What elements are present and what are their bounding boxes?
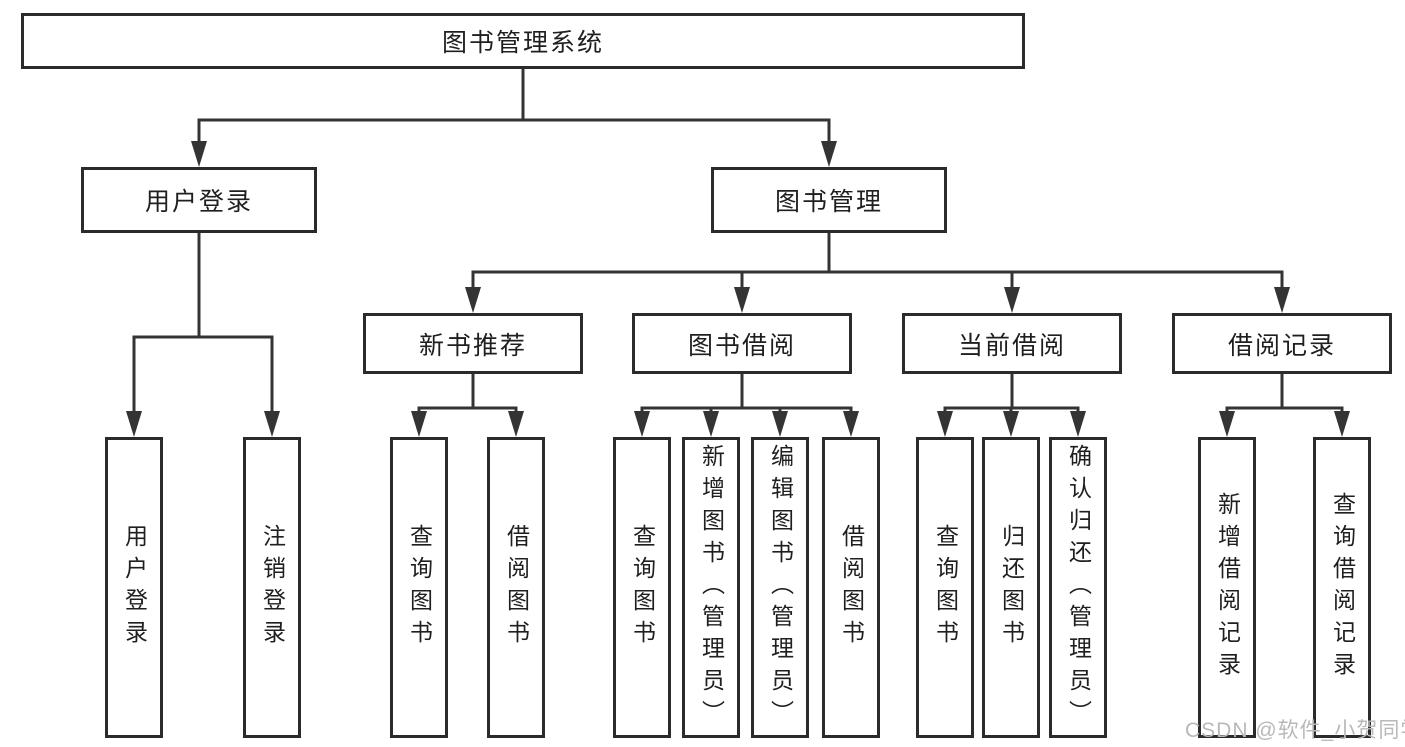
leaf-current-query-books-label: 查询图书 bbox=[932, 523, 959, 652]
node-user-login-label: 用户登录 bbox=[144, 188, 253, 216]
connector-curborrow-to-leaves bbox=[937, 374, 1086, 437]
connector-bookmgmt-to-level3 bbox=[465, 233, 1290, 313]
node-root-label: 图书管理系统 bbox=[441, 29, 604, 57]
leaf-current-return-books: 归还图书 bbox=[982, 437, 1040, 738]
leaf-records-add-record-label: 新增借阅记录 bbox=[1214, 491, 1241, 684]
leaf-borrow-borrow-books: 借阅图书 bbox=[822, 437, 880, 738]
csdn-watermark: CSDN @软件_小贺同学 bbox=[1185, 719, 1405, 742]
node-new-book-recommend-label: 新书推荐 bbox=[418, 331, 527, 360]
leaf-records-add-record: 新增借阅记录 bbox=[1198, 437, 1256, 738]
leaf-records-query-record-label: 查询借阅记录 bbox=[1329, 491, 1356, 684]
node-root-system: 图书管理系统 bbox=[21, 13, 1025, 69]
leaf-borrow-edit-books-admin-label: 编辑图书（管理员） bbox=[767, 443, 794, 732]
node-user-login: 用户登录 bbox=[81, 167, 317, 233]
leaf-logout-label: 注销登录 bbox=[259, 523, 286, 652]
leaf-borrow-add-books-admin: 新增图书（管理员） bbox=[682, 437, 740, 738]
leaf-borrow-query-books-label: 查询图书 bbox=[629, 523, 656, 652]
leaf-current-return-books-label: 归还图书 bbox=[998, 523, 1025, 652]
node-current-borrow: 当前借阅 bbox=[902, 313, 1122, 374]
leaf-borrow-query-books: 查询图书 bbox=[613, 437, 671, 738]
leaf-current-confirm-return-admin: 确认归还（管理员） bbox=[1049, 437, 1107, 738]
leaf-newrec-borrow-books: 借阅图书 bbox=[487, 437, 545, 738]
leaf-newrec-borrow-books-label: 借阅图书 bbox=[503, 523, 530, 652]
leaf-newrec-query-books: 查询图书 bbox=[390, 437, 448, 738]
leaf-records-query-record: 查询借阅记录 bbox=[1313, 437, 1371, 738]
leaf-borrow-borrow-books-label: 借阅图书 bbox=[838, 523, 865, 652]
connector-newrec-to-leaves bbox=[411, 374, 524, 437]
connector-userlogin-to-leaves bbox=[126, 233, 280, 437]
leaf-user-login-label: 用户登录 bbox=[121, 523, 148, 652]
node-book-management: 图书管理 bbox=[711, 167, 947, 233]
leaf-borrow-edit-books-admin: 编辑图书（管理员） bbox=[751, 437, 809, 738]
node-new-book-recommend: 新书推荐 bbox=[363, 313, 583, 374]
leaf-logout: 注销登录 bbox=[243, 437, 301, 738]
connector-bookborrow-to-leaves bbox=[634, 374, 859, 437]
node-current-borrow-label: 当前借阅 bbox=[957, 331, 1066, 360]
leaf-borrow-add-books-admin-label: 新增图书（管理员） bbox=[698, 443, 725, 732]
node-book-management-label: 图书管理 bbox=[774, 188, 883, 216]
node-book-borrow-label: 图书借阅 bbox=[687, 331, 796, 360]
node-borrow-records: 借阅记录 bbox=[1172, 313, 1392, 374]
leaf-current-query-books: 查询图书 bbox=[916, 437, 974, 738]
node-borrow-records-label: 借阅记录 bbox=[1227, 331, 1336, 360]
leaf-user-login: 用户登录 bbox=[105, 437, 163, 738]
leaf-current-confirm-return-admin-label: 确认归还（管理员） bbox=[1065, 443, 1092, 732]
connector-root-to-level2 bbox=[191, 69, 837, 167]
node-book-borrow: 图书借阅 bbox=[632, 313, 852, 374]
connector-records-to-leaves bbox=[1219, 374, 1350, 437]
leaf-newrec-query-books-label: 查询图书 bbox=[406, 523, 433, 652]
